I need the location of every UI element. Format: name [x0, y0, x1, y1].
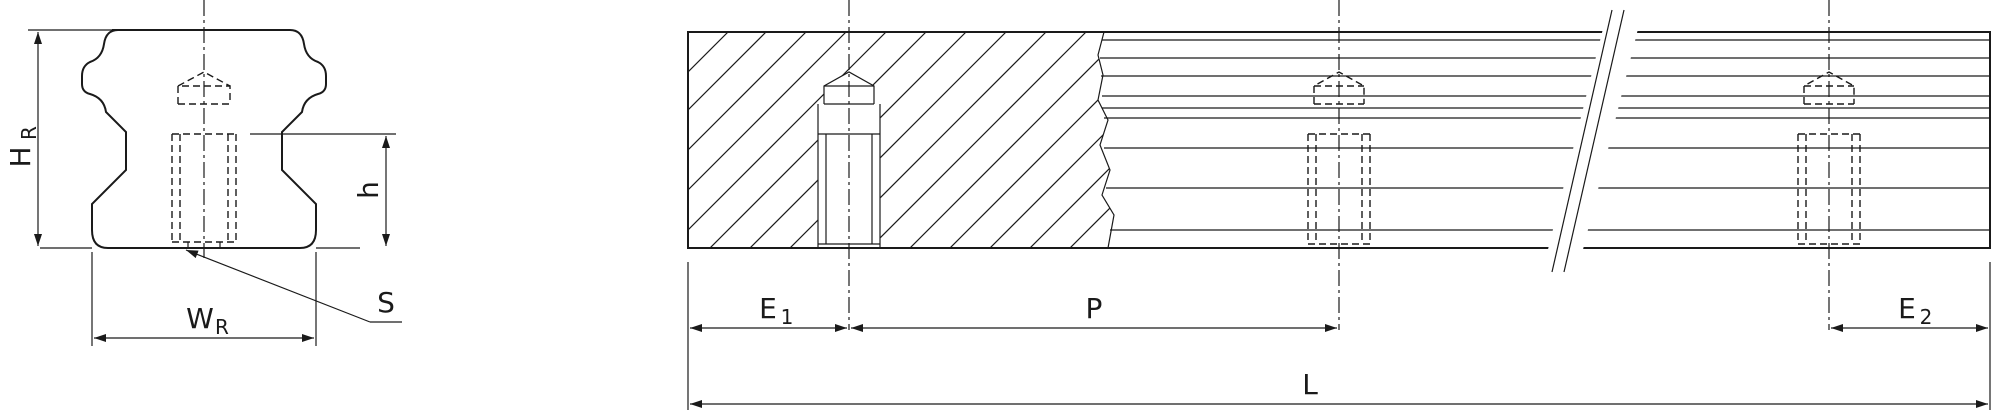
wr-label: W — [186, 302, 214, 335]
rail-side-view: E 1 P E 2 L — [687, 0, 1991, 410]
p-label: P — [1086, 292, 1103, 325]
e1-label-subscript: 1 — [781, 305, 794, 329]
section-bolt-hole — [817, 71, 881, 248]
rail-profile-lines — [1100, 39, 1990, 231]
s-leader-line — [185, 249, 371, 323]
length-break-line-2 — [1563, 9, 1625, 273]
e2-label-subscript: 2 — [1920, 305, 1933, 329]
hr-label: H — [4, 146, 37, 167]
length-break-line-1 — [1551, 9, 1613, 273]
l-label: L — [1302, 368, 1318, 401]
hatched-section — [688, 32, 1114, 248]
bolt-hole-hidden-lines — [171, 71, 237, 248]
wr-label-subscript: R — [215, 315, 229, 339]
h-label: h — [352, 181, 385, 199]
e1-label: E — [759, 292, 777, 325]
e2-label: E — [1898, 292, 1916, 325]
s-label: S — [377, 286, 395, 319]
hr-label-subscript: R — [17, 126, 41, 140]
rail-cross-section: H R h S W R — [4, 0, 402, 346]
section-break-line — [1097, 31, 1115, 249]
